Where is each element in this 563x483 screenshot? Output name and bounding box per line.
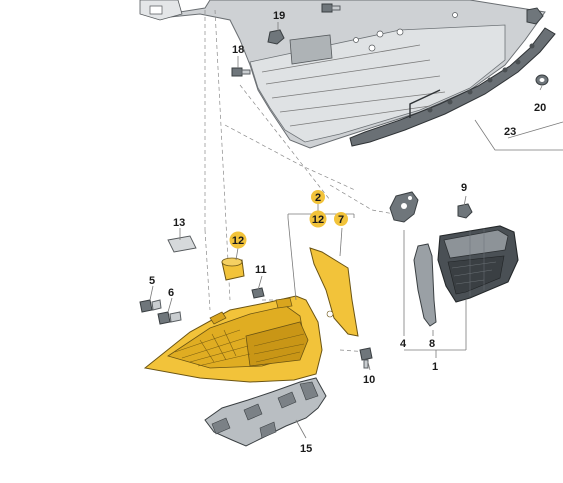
svg-text:8: 8 xyxy=(429,338,435,350)
part-nut-top-right xyxy=(526,7,544,25)
seal-strip xyxy=(349,27,556,147)
part-grommet-12 xyxy=(221,257,245,281)
part-screw-18 xyxy=(231,67,251,77)
callout-23: 23 xyxy=(504,126,516,138)
callout-13: 13 xyxy=(173,217,185,229)
callout-9: 9 xyxy=(461,182,467,194)
part-bracket-4 xyxy=(389,191,419,223)
callout-7: 7 xyxy=(334,212,348,226)
svg-text:18: 18 xyxy=(232,44,244,56)
callout-19: 19 xyxy=(273,10,285,22)
svg-text:20: 20 xyxy=(534,102,546,114)
construction-lines xyxy=(204,9,401,353)
tailgate-panel xyxy=(139,0,546,149)
part-screw-10 xyxy=(359,347,373,369)
part-screw-5 xyxy=(139,299,162,313)
svg-text:5: 5 xyxy=(149,275,155,287)
callout-5: 5 xyxy=(149,275,155,287)
svg-text:9: 9 xyxy=(461,182,467,194)
svg-text:12: 12 xyxy=(312,214,324,226)
svg-text:6: 6 xyxy=(168,287,174,299)
part-nut-20 xyxy=(535,74,549,86)
callout-12-top: 12 xyxy=(309,210,327,228)
svg-text:13: 13 xyxy=(173,217,185,229)
tail-lamp-outer-highlighted xyxy=(143,295,323,383)
callout-2: 2 xyxy=(311,190,325,204)
callout-15: 15 xyxy=(300,443,312,455)
svg-text:12: 12 xyxy=(232,235,244,247)
svg-text:11: 11 xyxy=(255,264,267,276)
svg-text:2: 2 xyxy=(315,192,321,204)
callout-12-left: 12 xyxy=(229,231,247,249)
callout-1: 1 xyxy=(432,361,438,373)
tail-lamp-inner xyxy=(437,225,519,303)
part-pad-13 xyxy=(167,235,197,253)
callout-4: 4 xyxy=(400,338,407,350)
callout-6: 6 xyxy=(168,287,174,299)
svg-text:10: 10 xyxy=(363,374,375,386)
svg-text:1: 1 xyxy=(432,361,438,373)
svg-text:23: 23 xyxy=(504,126,516,138)
svg-text:4: 4 xyxy=(400,338,407,350)
part-bracket-15 xyxy=(204,377,327,447)
svg-text:19: 19 xyxy=(273,10,285,22)
part-screw-top xyxy=(321,3,341,13)
callout-18: 18 xyxy=(232,44,244,56)
callout-10: 10 xyxy=(363,374,375,386)
callout-8: 8 xyxy=(429,338,435,350)
part-cover-7 xyxy=(309,247,359,337)
svg-text:7: 7 xyxy=(338,214,344,226)
part-nut-9 xyxy=(457,203,473,219)
svg-text:15: 15 xyxy=(300,443,312,455)
callout-20: 20 xyxy=(534,102,546,114)
part-seal-8 xyxy=(413,243,437,327)
part-screw-6 xyxy=(157,311,182,325)
callout-11: 11 xyxy=(255,264,267,276)
